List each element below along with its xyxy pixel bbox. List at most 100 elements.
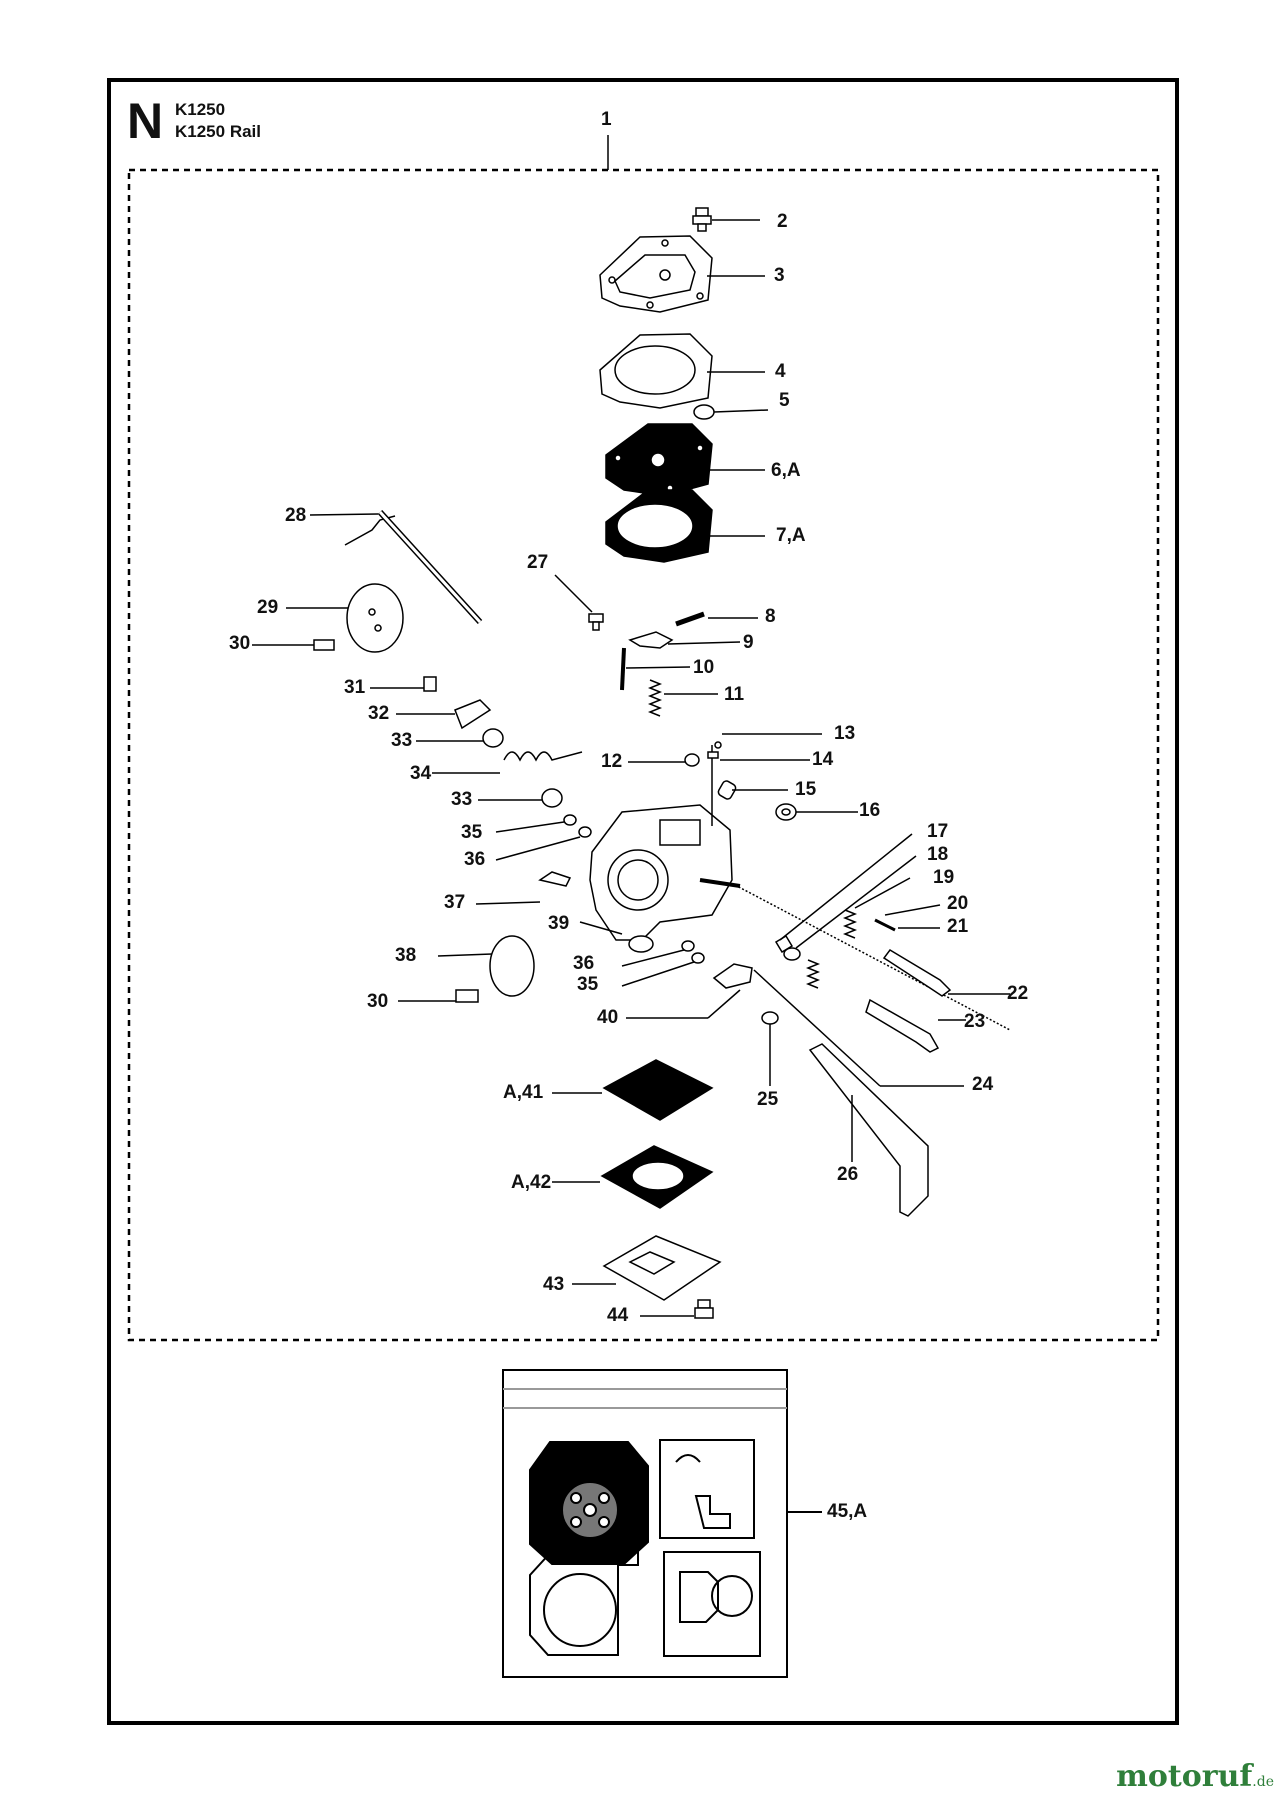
callout-34: 34 [410, 763, 432, 784]
part-20-spring [805, 959, 821, 989]
callout-19: 19 [933, 867, 955, 888]
part-14-needle [707, 751, 719, 759]
callout-37: 37 [444, 892, 466, 913]
callout-16: 16 [859, 800, 881, 821]
part-30-screw [252, 639, 335, 651]
part-25-washer [761, 1011, 779, 1025]
part-5-disc [693, 404, 715, 420]
model-name-1: K1250 [175, 100, 226, 119]
callout-44: 44 [607, 1305, 629, 1326]
part-40-lever [712, 963, 753, 989]
callout-30a: 30 [229, 633, 251, 654]
callout-26: 26 [837, 1164, 859, 1185]
callout-1: 1 [601, 109, 612, 130]
callout-8: 8 [765, 606, 776, 627]
callout-39: 39 [548, 913, 570, 934]
callout-17: 17 [927, 821, 949, 842]
part-36-ring [578, 826, 592, 838]
part-2-screw [692, 207, 760, 232]
callout-23: 23 [964, 1011, 986, 1032]
part-33b-bushing [541, 788, 563, 808]
callout-14: 14 [812, 749, 834, 770]
part-31-screw [423, 676, 437, 692]
part-3-cover [599, 235, 765, 313]
watermark-tld: .de [1252, 1774, 1274, 1790]
callout-35b: 35 [577, 974, 599, 995]
part-28-shaft [309, 509, 483, 625]
part-32-plate [454, 699, 492, 730]
part-19-spring [842, 909, 858, 939]
callout-6a: 6,A [771, 460, 801, 481]
callout-15: 15 [795, 779, 817, 800]
part-42-gasket [552, 1145, 714, 1209]
part-44-screw [640, 1299, 714, 1319]
callout-33b: 33 [451, 789, 473, 810]
part-45-kit [502, 1369, 822, 1678]
callout-a41: A,41 [503, 1082, 544, 1103]
watermark-logo: motoruf.de [1116, 1759, 1274, 1794]
part-22-screw [882, 949, 1010, 997]
part-29-plate [346, 583, 404, 653]
callout-29: 29 [257, 597, 279, 618]
part-41-gasket [602, 1059, 714, 1121]
part-26-rod [808, 1043, 929, 1217]
callout-30b: 30 [367, 991, 389, 1012]
part-7-gasket [605, 489, 765, 563]
callout-5: 5 [779, 390, 790, 411]
callout-9: 9 [743, 632, 754, 653]
callout-40: 40 [597, 1007, 619, 1028]
part-4-gasket [599, 333, 765, 409]
callout-13: 13 [834, 723, 856, 744]
callout-28: 28 [285, 505, 307, 526]
part-12-plug [684, 753, 700, 767]
callout-36a: 36 [464, 849, 486, 870]
callout-22: 22 [1007, 983, 1029, 1004]
part-11-spring [647, 679, 663, 717]
part-27-screw [554, 574, 604, 631]
callout-36b: 36 [573, 953, 595, 974]
callout-25: 25 [757, 1089, 779, 1110]
callout-11: 11 [724, 684, 745, 705]
model-name-2: K1250 Rail [175, 122, 261, 141]
part-43-cover [572, 1235, 722, 1301]
part-8-pin [675, 611, 705, 627]
part-34-spring [503, 751, 583, 762]
callout-21: 21 [947, 916, 969, 937]
callout-33a: 33 [391, 730, 413, 751]
part-30b-screw [455, 989, 479, 1003]
part-35-washer [563, 814, 577, 826]
part-9-lever [628, 631, 674, 649]
callout-45a: 45,A [827, 1501, 868, 1522]
part-33-bushing [482, 728, 504, 748]
callout-2: 2 [777, 211, 788, 232]
callout-24: 24 [972, 1074, 994, 1095]
callout-4: 4 [775, 361, 786, 382]
part-15-cap [717, 780, 737, 800]
callout-38: 38 [395, 945, 417, 966]
part-18-washer [783, 947, 801, 961]
callout-10: 10 [693, 657, 715, 678]
part-23-screw [865, 998, 966, 1053]
part-37-nozzle [538, 871, 572, 887]
callout-27: 27 [527, 552, 549, 573]
watermark-name: motoruf [1116, 1759, 1253, 1794]
callout-7a: 7,A [776, 525, 806, 546]
callout-31: 31 [344, 677, 366, 698]
part-16-washer [775, 803, 797, 821]
part-6-diaphragm [605, 423, 765, 497]
callout-3: 3 [774, 265, 785, 286]
outer-frame [107, 78, 1179, 1725]
part-10-needle [620, 647, 626, 691]
part-21-pin [874, 918, 896, 932]
part-13-ball [714, 741, 722, 749]
callout-18: 18 [927, 844, 949, 865]
callout-32: 32 [368, 703, 390, 724]
carburetor-body [579, 804, 741, 953]
callout-35a: 35 [461, 822, 483, 843]
part-38-disc [489, 935, 535, 997]
callout-20: 20 [947, 893, 969, 914]
section-letter: N [127, 93, 164, 149]
callout-12: 12 [601, 751, 623, 772]
